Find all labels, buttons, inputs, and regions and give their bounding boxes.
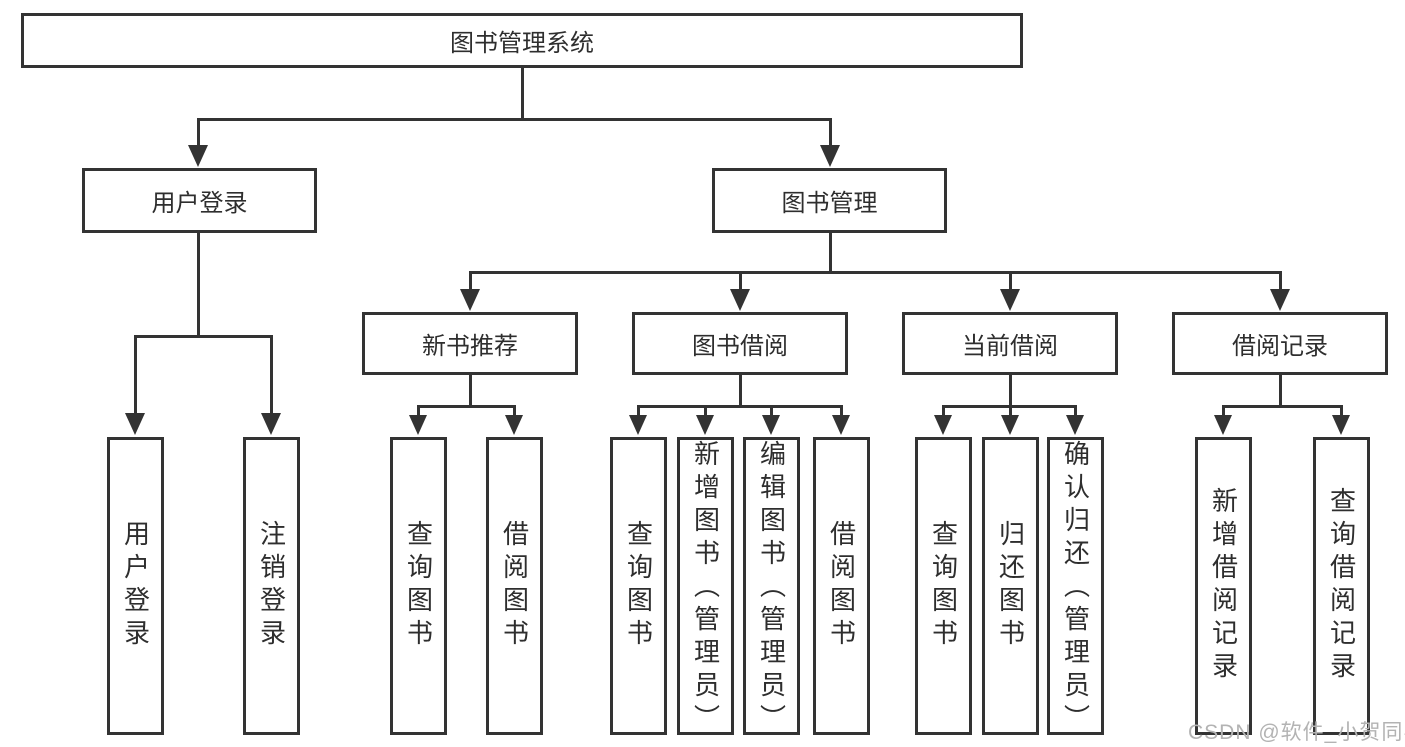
leaf-logout: 注销登录 bbox=[243, 437, 300, 735]
connector-drop-query-books-rec bbox=[417, 405, 420, 417]
leaf-query-books-rec: 查询图书 bbox=[390, 437, 447, 735]
connector-book-mgmt-trunk bbox=[829, 233, 832, 273]
connector-book-borrow-trunk bbox=[739, 375, 742, 406]
arrow-query-books-current bbox=[934, 415, 952, 435]
connector-drop-book-borrow bbox=[739, 271, 742, 291]
connector-drop-confirm-return bbox=[1074, 405, 1077, 417]
leaf-confirm-return-admin: 确认归还（管理员） bbox=[1047, 437, 1104, 737]
connector-drop-borrow-books-rec bbox=[513, 405, 516, 417]
arrow-query-borrow-record bbox=[1332, 415, 1350, 435]
connector-drop-leaf-user-login bbox=[134, 335, 137, 415]
node-new-book-rec: 新书推荐 bbox=[362, 312, 578, 375]
arrow-book-mgmt bbox=[820, 145, 840, 167]
arrow-book-borrow bbox=[730, 289, 750, 311]
node-user-login: 用户登录 bbox=[82, 168, 317, 233]
connector-borrow-records-trunk bbox=[1279, 375, 1282, 406]
leaf-edit-books-admin: 编辑图书（管理员） bbox=[743, 437, 800, 737]
connector-current-borrow-trunk bbox=[1009, 375, 1012, 406]
arrow-new-book-rec bbox=[460, 289, 480, 311]
connector-drop-query-borrow-record bbox=[1340, 405, 1343, 417]
arrow-query-books-rec bbox=[409, 415, 427, 435]
leaf-return-books: 归还图书 bbox=[982, 437, 1039, 735]
leaf-borrow-books-rec: 借阅图书 bbox=[486, 437, 543, 735]
arrow-current-borrow bbox=[1000, 289, 1020, 311]
arrow-user-login bbox=[188, 145, 208, 167]
arrow-query-books-borrow bbox=[629, 415, 647, 435]
connector-new-book-rec-trunk bbox=[469, 375, 472, 406]
leaf-query-borrow-record: 查询借阅记录 bbox=[1313, 437, 1370, 735]
arrow-borrow-records bbox=[1270, 289, 1290, 311]
node-borrow-records: 借阅记录 bbox=[1172, 312, 1388, 375]
connector-drop-edit-books-admin bbox=[770, 405, 773, 417]
arrow-add-books-admin bbox=[696, 415, 714, 435]
node-book-mgmt: 图书管理 bbox=[712, 168, 947, 233]
connector-new-book-rec-branch bbox=[417, 405, 515, 408]
connector-drop-return-books bbox=[1009, 405, 1012, 417]
connector-root-trunk bbox=[521, 68, 524, 120]
leaf-query-books-current: 查询图书 bbox=[915, 437, 972, 735]
node-book-borrow: 图书借阅 bbox=[632, 312, 848, 375]
leaf-borrow-books-borrow: 借阅图书 bbox=[813, 437, 870, 735]
connector-user-login-branch bbox=[134, 335, 273, 338]
connector-level3-branch bbox=[469, 271, 1281, 274]
connector-drop-borrow-books-borrow bbox=[840, 405, 843, 417]
connector-drop-current-borrow bbox=[1009, 271, 1012, 291]
csdn-watermark: CSDN @软件_小贺同学 bbox=[1188, 721, 1405, 744]
arrow-edit-books-admin bbox=[762, 415, 780, 435]
connector-drop-add-books-admin bbox=[704, 405, 707, 417]
connector-drop-book-mgmt bbox=[829, 118, 832, 148]
arrow-confirm-return bbox=[1066, 415, 1084, 435]
connector-book-borrow-branch bbox=[638, 405, 843, 408]
connector-drop-user-login bbox=[197, 118, 200, 148]
node-current-borrow: 当前借阅 bbox=[902, 312, 1118, 375]
leaf-add-borrow-record: 新增借阅记录 bbox=[1195, 437, 1252, 735]
connector-drop-query-books-borrow bbox=[637, 405, 640, 417]
connector-drop-borrow-records bbox=[1279, 271, 1282, 291]
connector-drop-new-book-rec bbox=[469, 271, 472, 291]
connector-drop-query-books-current bbox=[942, 405, 945, 417]
connector-level2-branch bbox=[197, 118, 831, 121]
leaf-add-books-admin: 新增图书（管理员） bbox=[677, 437, 734, 737]
connector-borrow-records-branch bbox=[1223, 405, 1343, 408]
arrow-leaf-user-login bbox=[125, 413, 145, 435]
arrow-leaf-logout bbox=[261, 413, 281, 435]
arrow-add-borrow-record bbox=[1214, 415, 1232, 435]
arrow-borrow-books-rec bbox=[505, 415, 523, 435]
leaf-user-login: 用户登录 bbox=[107, 437, 164, 735]
leaf-query-books-borrow: 查询图书 bbox=[610, 437, 667, 735]
connector-drop-add-borrow-record bbox=[1222, 405, 1225, 417]
node-root: 图书管理系统 bbox=[21, 13, 1023, 68]
connector-user-login-trunk bbox=[197, 233, 200, 337]
arrow-borrow-books-borrow bbox=[832, 415, 850, 435]
arrow-return-books bbox=[1001, 415, 1019, 435]
connector-drop-leaf-logout bbox=[270, 335, 273, 415]
